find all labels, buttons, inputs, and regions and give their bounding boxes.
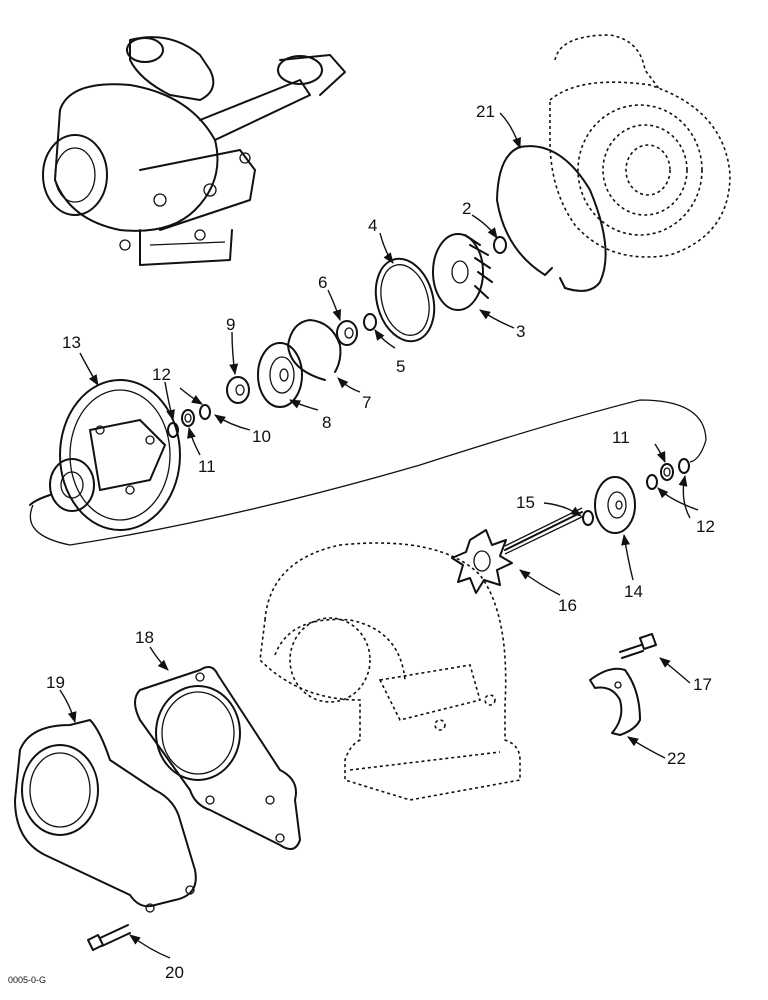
turbine-wheel-shaft-16 [451,507,585,594]
callout-4: 4 [368,216,377,235]
turbine-housing-outline [259,542,521,801]
callout-labels: 21 2 4 3 6 5 7 9 8 10 11 12 13 11 12 15 … [8,102,715,985]
callout-9: 9 [226,315,235,334]
retaining-ring-7 [287,319,342,381]
nut-2 [493,236,507,254]
callout-17: 17 [693,675,712,694]
callout-15: 15 [516,493,535,512]
callout-13: 13 [62,333,81,352]
bearing-insert-8 [257,342,303,408]
clamp-22 [589,667,641,736]
callout-20: 20 [165,963,184,982]
callout-21: 21 [476,102,495,121]
callout-22: 22 [667,749,686,768]
callout-10: 10 [252,427,271,446]
seal-ring-4 [374,257,436,343]
exhaust-elbow-19 [14,719,197,913]
callout-7: 7 [362,393,371,412]
bearing-housing-13 [29,379,181,531]
callout-6: 6 [318,273,327,292]
snap-ring-21 [496,145,607,292]
bolt-20 [87,924,131,951]
callout-12-left: 12 [152,365,171,384]
callout-11-left: 11 [198,457,216,476]
callout-3: 3 [516,322,525,341]
callout-18: 18 [135,628,154,647]
callout-5: 5 [396,357,405,376]
o-ring-5 [363,313,377,331]
callout-19: 19 [46,673,65,692]
gasket-18 [134,665,301,850]
bearing-rings-right [646,458,690,490]
turbine-insert-14 [594,476,636,534]
callout-14: 14 [624,582,643,601]
callout-2: 2 [462,199,471,218]
bolt-17 [619,633,657,659]
thrust-collar-6 [336,320,358,346]
turbocharger-assembly-drawing [42,36,346,266]
figure-code: 0005-0-G [8,975,46,985]
shaft-path-line [29,399,707,546]
callout-16: 16 [558,596,577,615]
callout-8: 8 [322,413,331,432]
callout-12-right: 12 [696,517,715,536]
thrust-bearing-9 [226,376,250,404]
bearing-rings-left [167,404,211,438]
callout-11-right: 11 [612,428,630,447]
compressor-wheel-3 [432,233,493,311]
compressor-housing-outline [549,34,731,258]
leader-lines [59,112,699,959]
seal-ring-15 [582,510,594,526]
